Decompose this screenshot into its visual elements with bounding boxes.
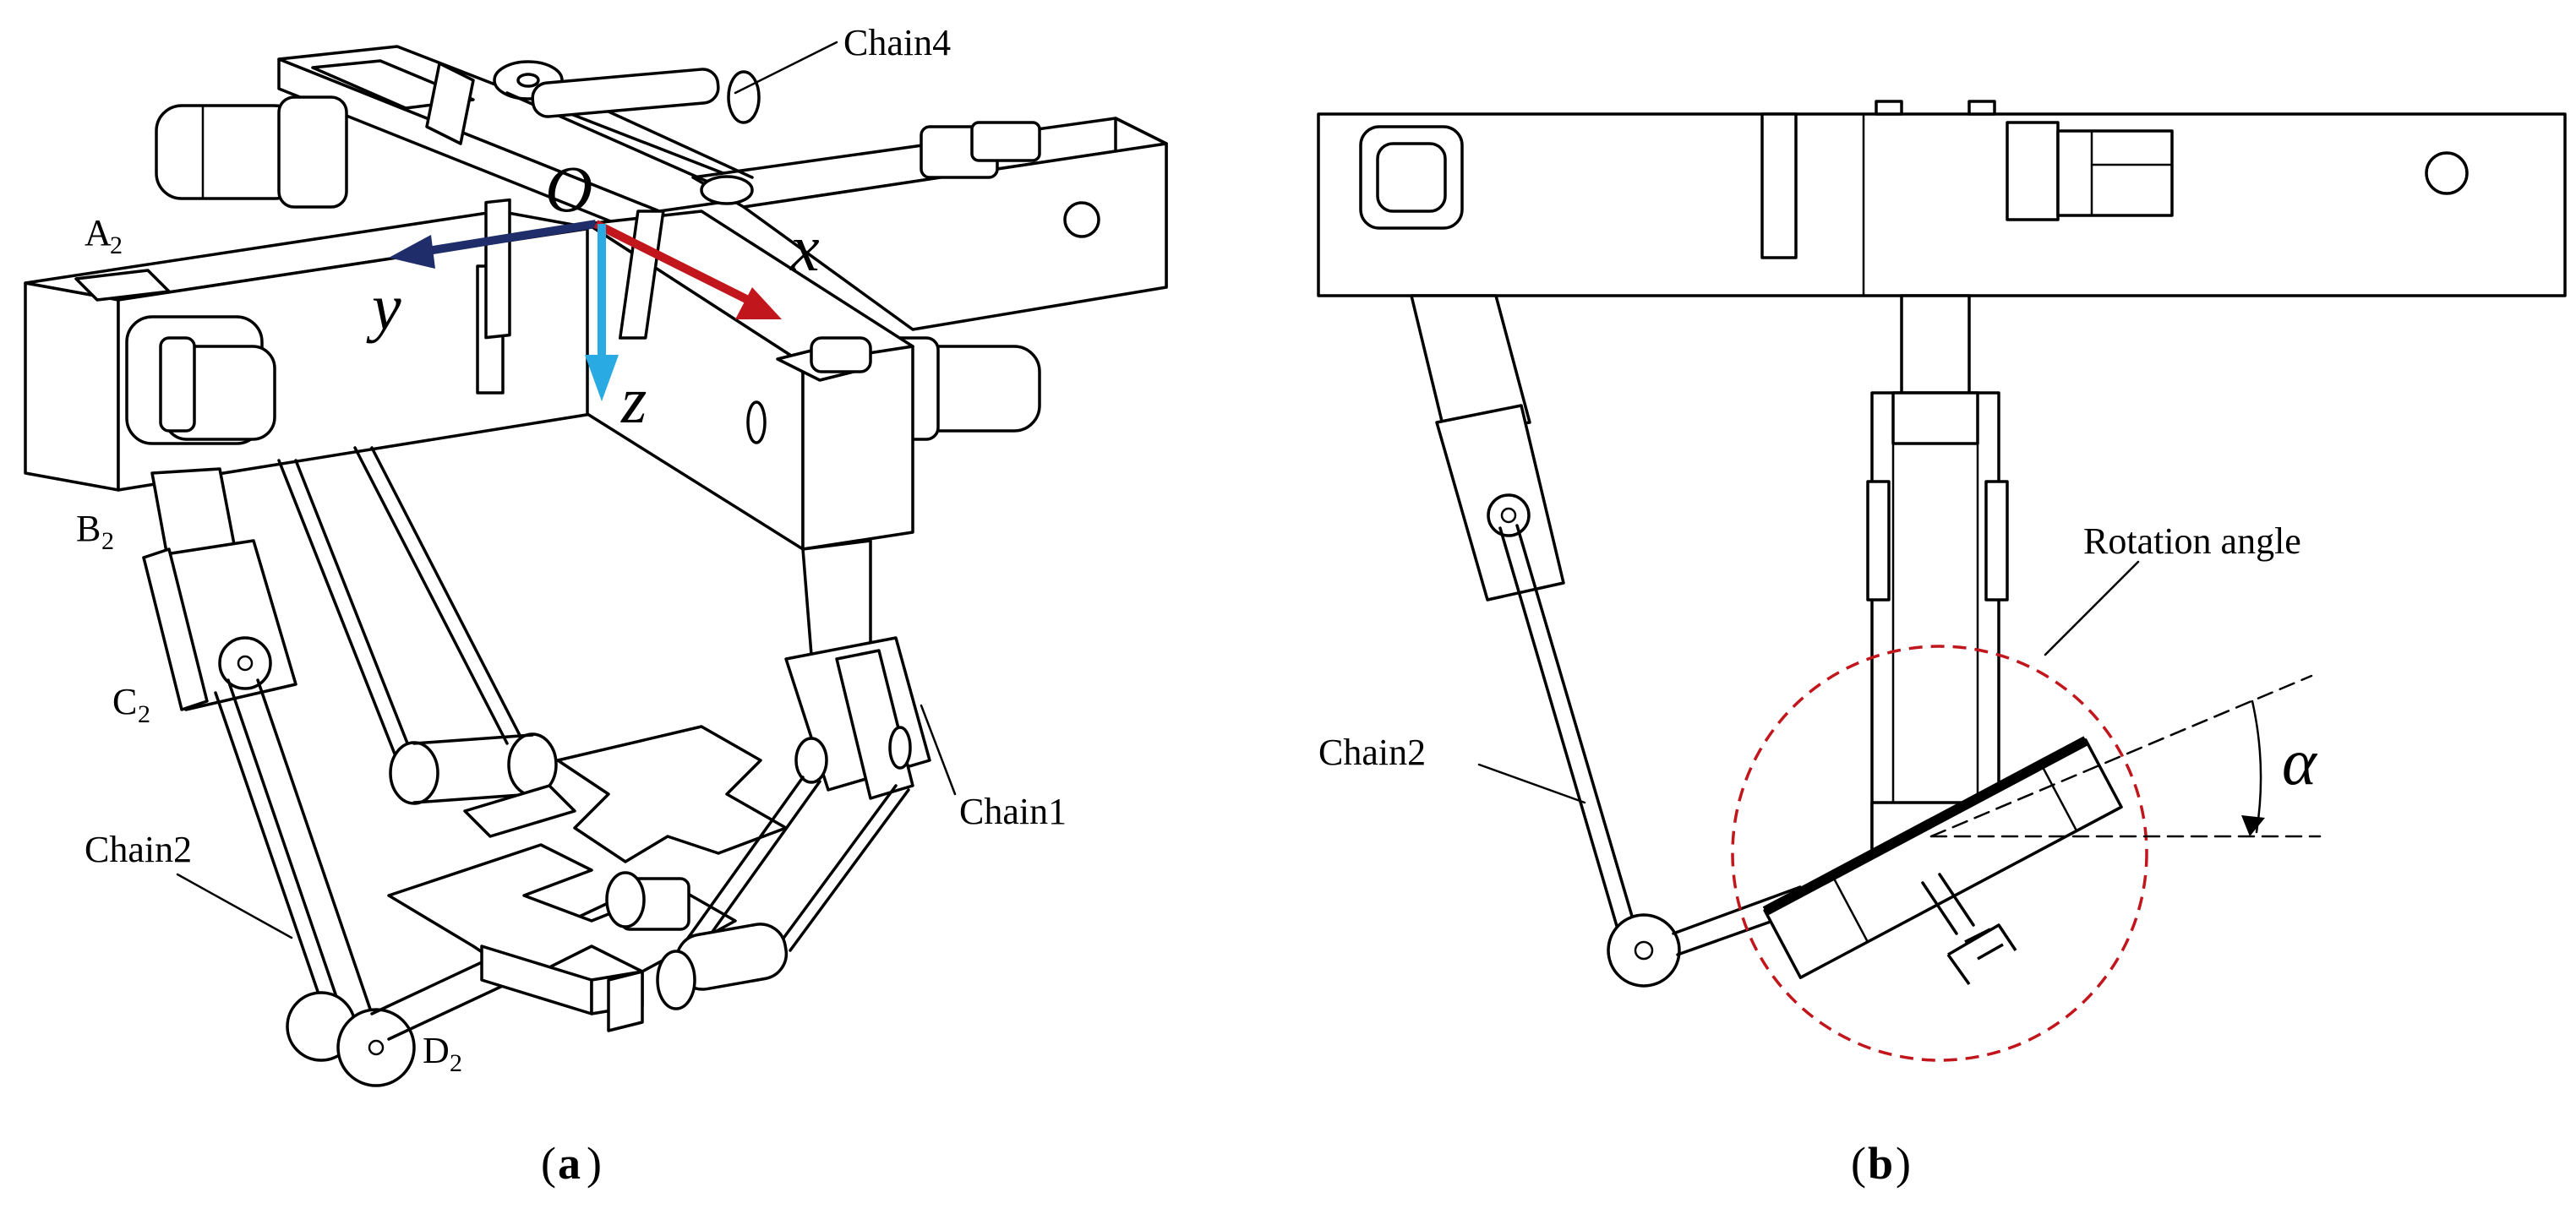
angle-arc [2251, 700, 2262, 834]
x-axis-arrowhead [735, 287, 782, 319]
moving-platform [387, 725, 788, 1015]
y-axis-arrowhead [389, 235, 435, 269]
svg-text:A: A [85, 212, 112, 253]
top-beam [1317, 112, 2567, 297]
svg-text:2: 2 [110, 231, 123, 259]
point-b2-label: B 2 [76, 508, 114, 555]
axis-label-x: x [789, 211, 820, 285]
axis-label-y: y [366, 270, 401, 344]
svg-text:): ) [587, 1138, 602, 1189]
svg-text:D: D [423, 1030, 450, 1071]
slot [1760, 112, 1798, 259]
svg-text:(: ( [541, 1138, 556, 1189]
center-leg-upper [1900, 294, 1971, 399]
chain1-leader-line [920, 704, 957, 796]
panel-b-drawing [1317, 100, 2567, 1062]
svg-text:(: ( [1851, 1138, 1866, 1189]
inner-links [277, 446, 558, 805]
axis-label-z: z [620, 363, 647, 437]
caption-a: ( a ) [541, 1138, 602, 1189]
point-c2-label: C 2 [112, 681, 150, 728]
svg-text:B: B [76, 508, 101, 549]
end-effector [1762, 736, 2123, 979]
back-frame [277, 45, 779, 242]
chain2-b-leader-line [1477, 763, 1586, 804]
angle-arrowhead [2241, 815, 2265, 836]
center-box [586, 210, 914, 551]
alpha-label: α [2282, 725, 2318, 798]
gripper [1946, 923, 2017, 986]
chain4-label: Chain4 [843, 22, 951, 63]
chain2-joint-b [1607, 913, 1681, 988]
y-axis-arrow [422, 220, 597, 256]
chain4-leader-line [734, 41, 838, 95]
svg-text:b: b [1868, 1138, 1893, 1189]
chain2-upper-b [1410, 294, 1531, 437]
point-a2-label: A 2 [85, 212, 123, 259]
z-axis-arrowhead [585, 355, 619, 401]
rotation-angle-label: Rotation angle [2083, 520, 2301, 562]
rotation-circle [1731, 645, 2148, 1062]
beam-hole [2425, 151, 2469, 195]
caption-b: ( b ) [1851, 1138, 1911, 1189]
origin-label: O [545, 152, 592, 226]
chain1-label: Chain1 [959, 791, 1067, 832]
motor-b [2006, 121, 2060, 221]
coordinate-axes [389, 220, 782, 401]
motor-front-left [125, 315, 276, 445]
svg-text:a: a [558, 1138, 581, 1189]
rotation-angle-leader-line [2044, 560, 2140, 656]
svg-text:2: 2 [138, 700, 150, 728]
panel-a-drawing [24, 45, 1168, 1087]
svg-text:): ) [1896, 1138, 1911, 1189]
point-d2-label: D 2 [423, 1030, 462, 1077]
chain1-leg [605, 539, 931, 1032]
x-axis-arrow [593, 220, 750, 304]
rotated-line [1929, 674, 2313, 838]
right-arm [691, 117, 1168, 331]
motor-back-left [155, 95, 348, 209]
svg-text:2: 2 [101, 527, 114, 555]
chain2-leg [142, 467, 652, 1087]
svg-text:C: C [112, 681, 137, 722]
chain2-a-leader-line [176, 873, 293, 939]
svg-text:2: 2 [450, 1049, 462, 1077]
chain2-b-label: Chain2 [1318, 732, 1426, 773]
chain2-a-label: Chain2 [85, 829, 192, 870]
